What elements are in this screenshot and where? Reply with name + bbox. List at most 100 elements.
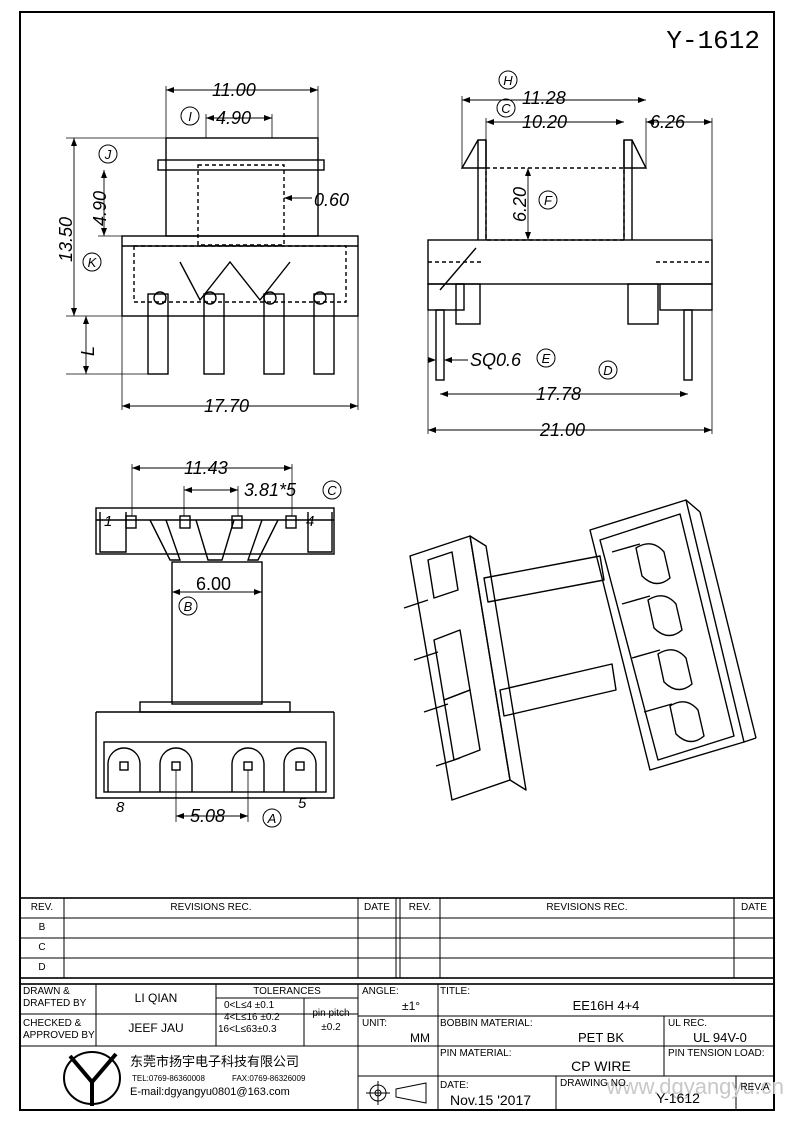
- svg-text:A: A: [267, 811, 277, 826]
- bottom-view: [95, 464, 335, 822]
- callout-d: D: [598, 360, 618, 380]
- unit-label: UNIT:: [362, 1018, 387, 1029]
- callout-c-bottom: C: [322, 480, 342, 500]
- ul-value: UL 94V-0: [693, 1030, 747, 1045]
- unit-value: MM: [410, 1031, 430, 1045]
- pin-tension-label: PIN TENSION LOAD:: [668, 1048, 765, 1059]
- title-block-text: REV. REVISIONS REC. DATE REV. REVISIONS …: [20, 898, 774, 1110]
- company-fax: FAX:0769-86326009: [232, 1074, 306, 1083]
- drawing-number-top: Y-1612: [666, 26, 760, 56]
- callout-a: A: [262, 808, 282, 828]
- pin-pitch-value: ±0.2: [321, 1022, 341, 1033]
- company-name: 东莞市扬宇电子科技有限公司: [130, 1054, 300, 1069]
- callout-f: F: [538, 190, 558, 210]
- drawn-value: LI QIAN: [134, 991, 178, 1005]
- company-tel: TEL:0769-86360008: [132, 1074, 205, 1083]
- dim-13-50: 13.50: [56, 217, 76, 262]
- callout-b: B: [178, 596, 198, 616]
- dim-4-90-top: 4.90: [216, 108, 251, 128]
- callout-h: H: [498, 70, 518, 90]
- company-email: E-mail:dgyangyu0801@163.com: [130, 1086, 290, 1098]
- svg-text:F: F: [544, 193, 553, 208]
- dim-6-20: 6.20: [510, 187, 530, 222]
- bottom-view-dimensions: [132, 465, 292, 819]
- front-view-labels: 11.00 4.90 0.60 17.70 13.50 4.90 L: [56, 80, 349, 416]
- dim-4-90-side: 4.90: [90, 191, 110, 226]
- tol-row-1: 0<L≤4 ±0.1: [224, 1000, 275, 1011]
- svg-text:H: H: [503, 73, 513, 88]
- svg-text:C: C: [327, 483, 337, 498]
- bottom-view-labels: 11.43 3.81*5 6.00 5.08 1 4 8 5: [104, 458, 314, 826]
- dim-sq0-6: SQ0.6: [470, 350, 522, 370]
- title-label: TITLE:: [440, 986, 471, 997]
- tol-row-3: 16<L≤63±0.3: [218, 1024, 277, 1035]
- revisions-header-left: REVISIONS REC.: [170, 902, 252, 913]
- callout-c-side: C: [496, 98, 516, 118]
- svg-text:E: E: [542, 351, 551, 366]
- svg-text:I: I: [188, 109, 192, 124]
- dim-3-81x5: 3.81*5: [244, 480, 297, 500]
- revisions-header-right: REVISIONS REC.: [546, 902, 628, 913]
- dim-11-00: 11.00: [212, 80, 256, 100]
- side-view-labels: 11.28 10.20 6.26 6.20 SQ0.6 17.78 21.00: [470, 88, 686, 440]
- drawing-no-label: DRAWING NO.: [560, 1078, 629, 1089]
- drawn-label: DRAWN & DRAFTED BY: [23, 986, 87, 1009]
- dim-17-78: 17.78: [536, 384, 581, 404]
- dim-l: L: [78, 346, 98, 356]
- revision-table: [19, 897, 775, 979]
- dim-17-70: 17.70: [204, 396, 249, 416]
- rev-a-label: REV.A: [740, 1082, 770, 1093]
- svg-text:K: K: [88, 255, 98, 270]
- side-view-dimensions: [428, 97, 712, 433]
- ul-label: UL REC.: [668, 1018, 708, 1029]
- dim-6-00: 6.00: [196, 574, 231, 594]
- date-value: Nov.15 '2017: [450, 1092, 532, 1108]
- date-header-left: DATE: [364, 902, 390, 913]
- dim-0-60: 0.60: [314, 190, 349, 210]
- pin-pitch-label: pin pitch: [312, 1008, 350, 1019]
- company-logo: [63, 1051, 121, 1106]
- dim-5-08: 5.08: [190, 806, 225, 826]
- drawing-no-value: Y-1612: [656, 1090, 700, 1106]
- watermark: www.dgyangyu.cn: [606, 1074, 784, 1099]
- pin-material-label: PIN MATERIAL:: [440, 1048, 512, 1059]
- tolerances-label: TOLERANCES: [253, 986, 321, 997]
- isometric-view: [403, 499, 757, 801]
- date-label: DATE:: [440, 1080, 469, 1091]
- dim-6-26: 6.26: [650, 112, 686, 132]
- dim-11-43: 11.43: [184, 458, 228, 478]
- svg-text:B: B: [184, 599, 193, 614]
- callout-j: J: [98, 144, 118, 164]
- pin-material-value: CP WIRE: [571, 1058, 631, 1074]
- projection-symbol: [366, 1081, 427, 1105]
- date-header-right: DATE: [741, 902, 767, 913]
- dim-21-00: 21.00: [539, 420, 585, 440]
- checked-value: JEEF JAU: [128, 1021, 184, 1035]
- rev-row-d: D: [38, 962, 46, 973]
- callouts: H C F E D I J K C B A: [82, 70, 618, 828]
- angle-value: ±1°: [402, 999, 421, 1013]
- front-view-dimensions: [71, 87, 358, 409]
- bobbin-value: PET BK: [577, 1030, 624, 1045]
- title-value: EE16H 4+4: [572, 998, 640, 1013]
- callout-k: K: [82, 252, 102, 272]
- side-view: [427, 96, 713, 434]
- pin-number-8: 8: [116, 799, 125, 816]
- front-view: [66, 86, 359, 410]
- checked-label: CHECKED & APPROVED BY: [23, 1018, 95, 1041]
- pin-number-5: 5: [298, 795, 307, 812]
- rev-row-c: C: [38, 942, 46, 953]
- tol-row-2: 4<L≤16 ±0.2: [224, 1012, 280, 1023]
- dim-11-28: 11.28: [522, 88, 566, 108]
- angle-label: ANGLE:: [362, 986, 399, 997]
- pin-number-1: 1: [104, 513, 112, 530]
- pin-number-4: 4: [306, 513, 314, 530]
- bobbin-label: BOBBIN MATERIAL:: [440, 1018, 533, 1029]
- callout-e: E: [536, 348, 556, 368]
- rev-header-left: REV.: [30, 902, 54, 913]
- svg-text:J: J: [104, 147, 112, 162]
- rev-header-right: REV.: [408, 902, 432, 913]
- callout-i: I: [180, 106, 200, 126]
- title-block-grid: [19, 983, 775, 1111]
